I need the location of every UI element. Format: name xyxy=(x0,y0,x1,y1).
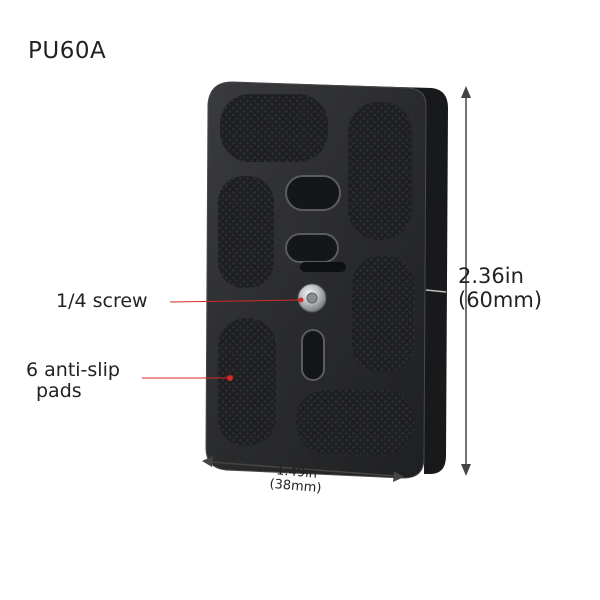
anti-slip-pad xyxy=(352,256,414,372)
anti-slip-pad xyxy=(218,318,276,446)
width-dimension-arrow xyxy=(202,456,404,482)
mounting-slot xyxy=(285,175,341,211)
anti-slip-pad xyxy=(296,390,414,454)
product-model-title: PU60A xyxy=(28,38,107,64)
anti-slip-pads xyxy=(218,94,414,454)
mounting-slot xyxy=(285,233,339,263)
width-dimension-label: 1.49in (38mm) xyxy=(269,463,323,496)
pads-callout-label: 6 anti-slip pads xyxy=(26,360,120,402)
screw-callout-line xyxy=(169,299,301,303)
mounting-slots xyxy=(285,175,346,381)
pads-callout-line1: 6 anti-slip xyxy=(26,359,120,381)
anti-slip-pad xyxy=(220,94,328,162)
height-dimension-label: 2.36in (60mm) xyxy=(458,264,542,312)
height-millimeters: (60mm) xyxy=(458,288,543,312)
quarter-inch-screw xyxy=(297,283,327,313)
edge-notch-mark xyxy=(425,289,447,293)
pads-callout-dot xyxy=(227,375,233,381)
screw-channel xyxy=(300,262,346,272)
screw-callout-label: 1/4 screw xyxy=(56,290,148,312)
height-inches: 2.36in xyxy=(458,264,524,288)
screw-callout-dot xyxy=(298,297,304,303)
anti-slip-pad xyxy=(218,176,274,288)
pads-callout-line2: pads xyxy=(36,380,82,402)
mounting-slot xyxy=(301,329,325,381)
anti-slip-pad xyxy=(348,102,412,240)
height-dimension-arrow xyxy=(461,86,471,476)
